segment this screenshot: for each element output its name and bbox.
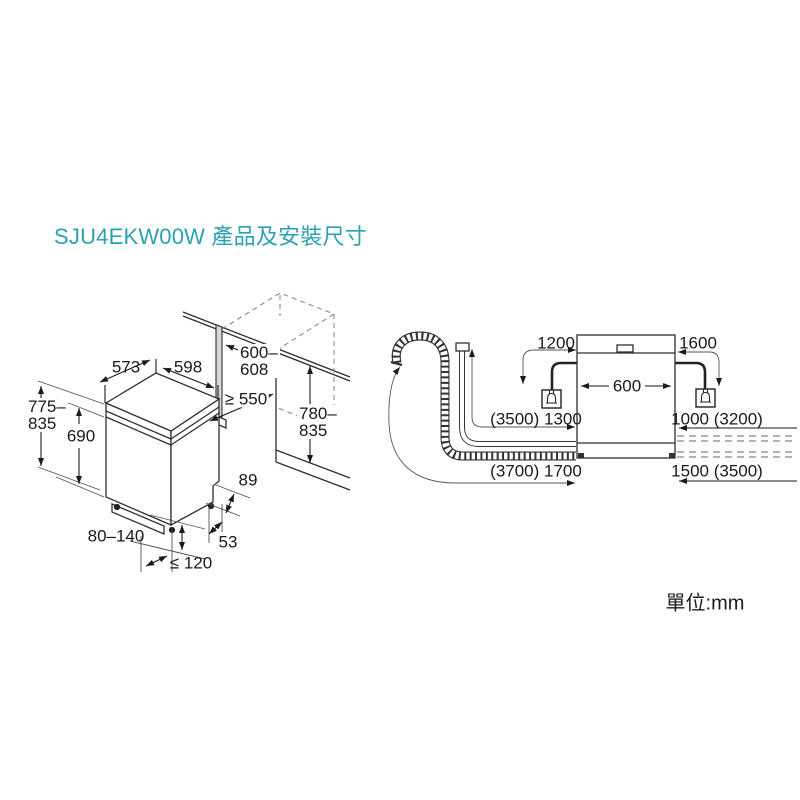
product-dimension-drawing [37, 292, 351, 572]
dim-label-cord-right: 1600 [679, 333, 717, 353]
dim-label-total-height-line2: 835 [28, 414, 57, 433]
drain-hose [390, 331, 576, 461]
dim-label-drain-right: 1500 (3500) [671, 461, 763, 481]
unit-label: 單位:mm [665, 592, 745, 615]
dim-label-total-height: 775– 835 [26, 398, 68, 432]
dim-label-appliance-width: 600 [610, 376, 644, 396]
dim-label-niche-width-line1: 600– [240, 343, 278, 362]
power-plug-right-icon [695, 388, 716, 408]
dishwasher-isometric [104, 372, 221, 535]
power-cord-right [675, 361, 707, 389]
appliance-handle [616, 344, 634, 353]
supply-hose [455, 342, 576, 447]
dim-label-niche-height-line1: 780– [299, 404, 337, 423]
page-title: SJU4EKW00W 產品及安裝尺寸 [54, 224, 367, 249]
appliance-foot-left [578, 453, 584, 458]
power-cord-left [550, 361, 577, 390]
dim-label-base-depth: ≤ 120 [169, 553, 213, 573]
installation-drawing [388, 331, 797, 486]
dimension-lines-right [388, 347, 797, 486]
dim-label-niche-height-line2: 835 [299, 421, 328, 440]
dim-label-plinth-depth: 89 [238, 470, 258, 490]
dim-label-supply-right: 1000 (3200) [671, 409, 763, 429]
front-right-foot [168, 526, 176, 534]
dim-label-niche-width-line2: 608 [240, 360, 269, 379]
dim-label-total-height-line1: 775– [28, 397, 66, 416]
dim-label-supply-left: (3500) 1300 [490, 409, 582, 429]
supply-hose-connector [455, 342, 470, 352]
appliance-foot-right [669, 453, 675, 458]
cabinet-niche-dashed-box [221, 292, 335, 431]
niche-side-wall [209, 324, 351, 491]
drain-hose-end-cap [390, 360, 403, 367]
dim-label-niche-depth: ≥ 550 [222, 389, 270, 409]
appliance-front-view [576, 334, 676, 459]
dim-label-cord-left: 1200 [537, 333, 575, 353]
dim-label-top-width: 598 [173, 357, 203, 377]
dim-label-top-depth: 573 [111, 357, 141, 377]
dim-label-niche-width: 600– 608 [238, 344, 280, 378]
dim-label-drain-left: (3700) 1700 [490, 461, 582, 481]
power-plug-left-icon [541, 389, 562, 409]
front-left-foot [113, 503, 121, 511]
dim-label-niche-height: 780– 835 [297, 405, 339, 439]
hose-extension-dashed [677, 435, 797, 458]
dim-label-door-height: 690 [64, 426, 98, 446]
dim-label-feet-range: 80–140 [87, 526, 145, 546]
plinth-panel [111, 503, 165, 535]
dim-label-rear-offset: 53 [218, 532, 238, 552]
